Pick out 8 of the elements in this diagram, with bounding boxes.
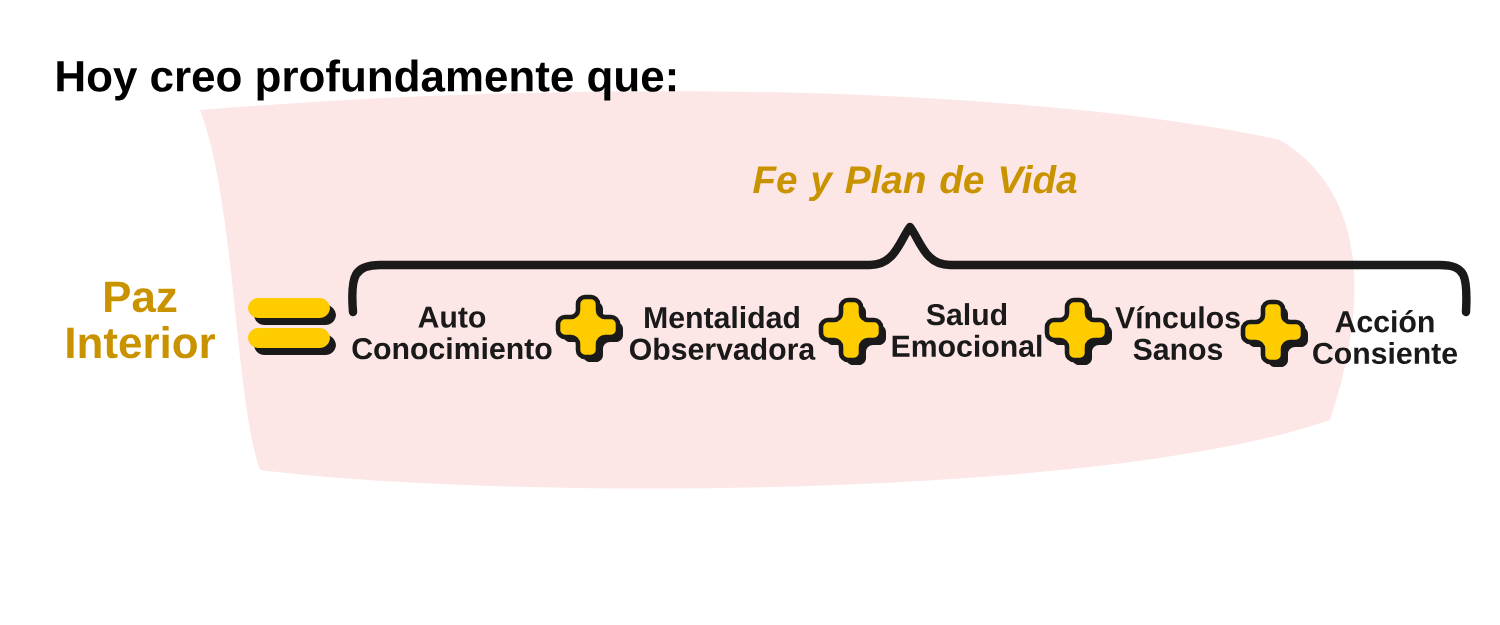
term-label: Acción Consiente	[1313, 309, 1457, 365]
term-label: Paz Interior	[67, 281, 215, 359]
title: Hoy creo profundamente que:	[57, 59, 676, 101]
term-label: Salud Emocional	[892, 303, 1042, 357]
term-label: Mentalidad Observadora	[630, 306, 816, 360]
banner-text: Fe y Plan de Vida	[753, 165, 1077, 201]
term-label: Vínculos Sanos	[1115, 306, 1240, 361]
term-label: Auto Conocimiento	[352, 306, 552, 360]
